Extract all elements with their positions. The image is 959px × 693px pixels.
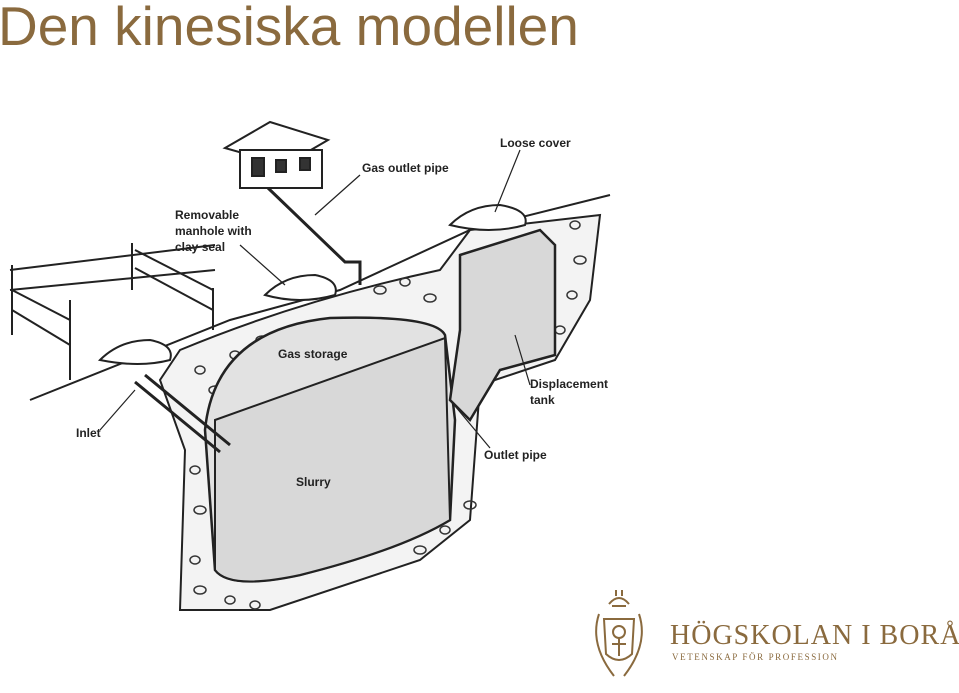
displacement-tank xyxy=(448,228,557,423)
biogas-digester-diagram: Gas outlet pipe Loose cover Removable ma… xyxy=(9,120,611,611)
label-removable-manhole-1: Removable xyxy=(175,208,239,222)
label-displacement-tank-2: tank xyxy=(530,393,555,407)
university-logo: HÖGSKOLAN I BORÅS VETENSKAP FÖR PROFESSI… xyxy=(574,584,959,684)
label-displacement-tank-1: Displacement xyxy=(530,377,608,391)
label-gas-outlet-pipe: Gas outlet pipe xyxy=(362,161,449,175)
label-removable-manhole-2: manhole with xyxy=(175,224,252,238)
logo-name: HÖGSKOLAN I BORÅS xyxy=(670,620,959,651)
crest-icon xyxy=(595,590,643,677)
manhole-covers xyxy=(97,203,527,365)
label-outlet-pipe: Outlet pipe xyxy=(484,448,547,462)
slurry-surface xyxy=(214,336,452,583)
label-loose-cover: Loose cover xyxy=(500,136,571,150)
label-removable-manhole-3: clay seal xyxy=(175,240,225,254)
label-slurry: Slurry xyxy=(296,475,331,489)
label-gas-storage: Gas storage xyxy=(278,347,348,361)
logo-tagline: VETENSKAP FÖR PROFESSION xyxy=(672,652,839,662)
label-pointers xyxy=(99,149,531,449)
fence-drawing xyxy=(9,243,216,380)
house-drawing xyxy=(222,120,331,189)
inlet-pipe xyxy=(134,373,231,454)
label-inlet: Inlet xyxy=(76,426,101,440)
slide-title: Den kinesiska modellen xyxy=(0,0,579,57)
gas-outlet-pipe-line xyxy=(266,186,362,285)
